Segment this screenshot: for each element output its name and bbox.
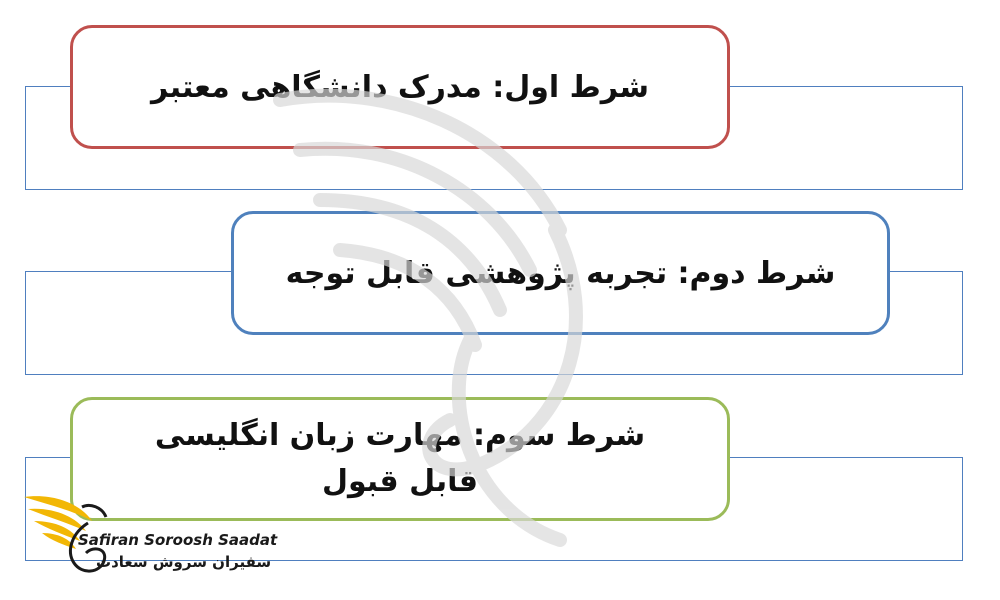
wing-icon xyxy=(24,496,108,573)
logo-name-fa: سفیران سروش سعادت xyxy=(96,553,272,571)
condition-3-card: شرط سوم: مهارت زبان انگلیسی قابل قبول xyxy=(70,397,730,521)
condition-3-text: شرط سوم: مهارت زبان انگلیسی قابل قبول xyxy=(154,417,646,500)
wing-watermark-icon xyxy=(273,88,583,547)
logo-name-en: Safiran Soroosh Saadat xyxy=(78,531,278,549)
